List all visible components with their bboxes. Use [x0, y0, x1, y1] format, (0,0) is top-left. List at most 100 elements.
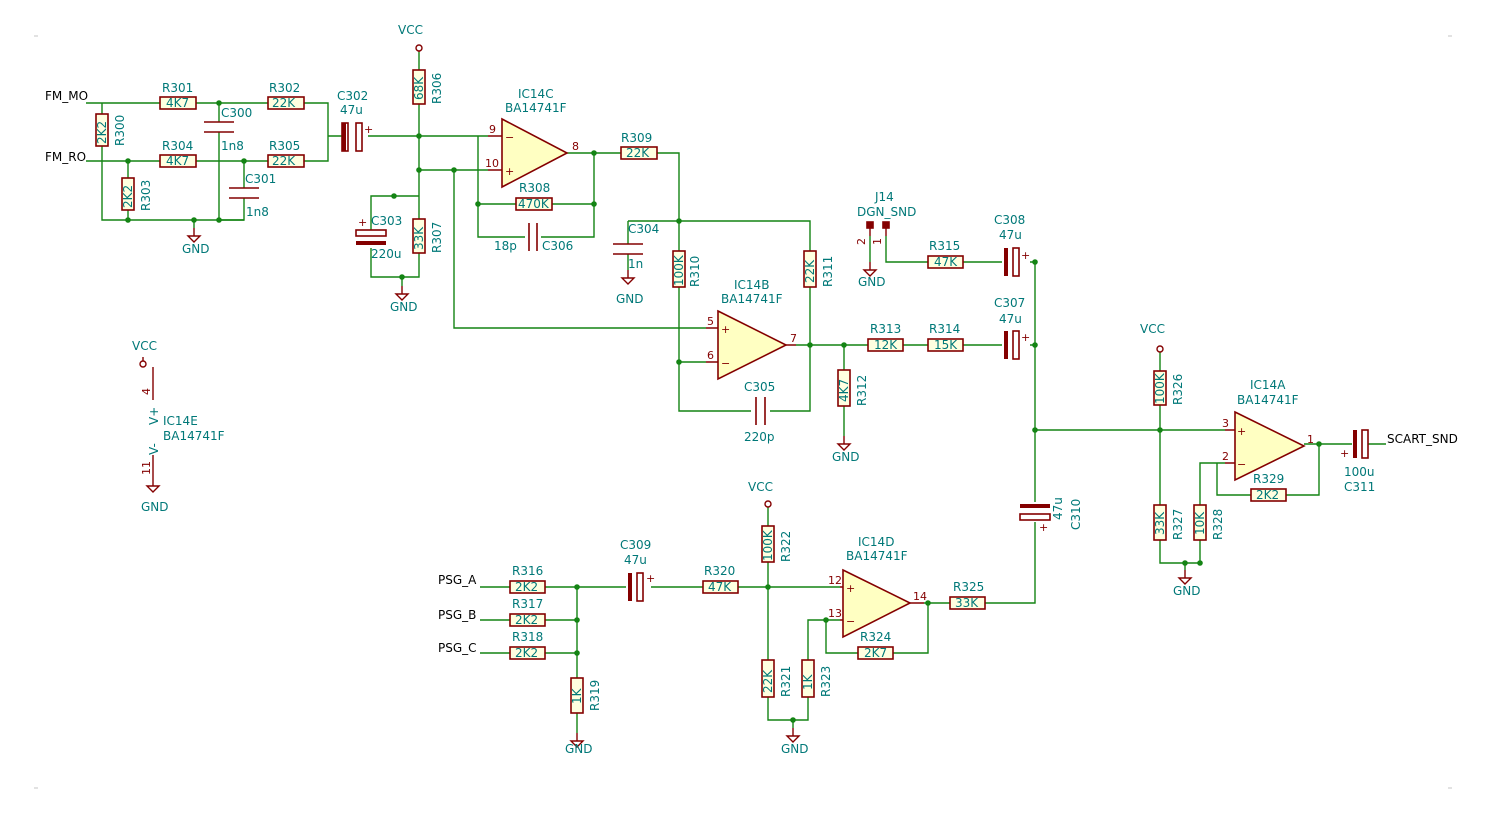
svg-text:−: − [846, 615, 855, 628]
svg-text:VCC: VCC [748, 480, 773, 494]
wires [86, 52, 1386, 733]
frame-grid [34, 35, 1452, 789]
resistor-r326: 100K R326 [1153, 370, 1185, 406]
gnd-symbol: GND [390, 285, 418, 314]
svg-text:22K: 22K [626, 146, 650, 160]
svg-text:2K7: 2K7 [864, 646, 887, 660]
net-label-psg-c: PSG_C [438, 641, 477, 655]
svg-text:2K2: 2K2 [95, 121, 109, 144]
svg-text:1n8: 1n8 [221, 139, 244, 153]
svg-text:14: 14 [913, 590, 927, 603]
svg-text:R327: R327 [1171, 509, 1185, 540]
resistor-r313: 12K R313 [867, 322, 904, 352]
svg-text:IC14A: IC14A [1250, 378, 1286, 392]
svg-text:12K: 12K [874, 338, 898, 352]
svg-text:4K7: 4K7 [837, 379, 851, 402]
svg-text:−: − [1237, 458, 1246, 471]
resistor-r309: 22K R309 [620, 131, 658, 160]
svg-text:R317: R317 [512, 597, 543, 611]
svg-text:9: 9 [489, 123, 496, 136]
svg-text:22K: 22K [272, 154, 296, 168]
svg-text:68K: 68K [412, 76, 426, 100]
svg-text:C307: C307 [994, 296, 1025, 310]
svg-text:C308: C308 [994, 213, 1025, 227]
svg-text:5: 5 [707, 315, 714, 328]
svg-text:47u: 47u [999, 228, 1022, 242]
svg-text:+: + [1021, 249, 1030, 262]
svg-text:+: + [364, 123, 373, 136]
svg-text:2K2: 2K2 [121, 185, 135, 208]
gnd-symbol: GND [565, 732, 593, 756]
svg-text:DGN_SND: DGN_SND [857, 205, 916, 219]
svg-text:47K: 47K [934, 255, 958, 269]
net-label-fm-mo: FM_MO [45, 89, 88, 103]
gnd-symbol: GND [1173, 569, 1201, 598]
resistor-r319: 1K R319 [570, 677, 602, 714]
svg-text:R329: R329 [1253, 472, 1284, 486]
gnd-symbol: GND [616, 269, 644, 306]
svg-text:R305: R305 [269, 139, 300, 153]
svg-text:−: − [721, 357, 730, 370]
svg-text:−: − [505, 131, 514, 144]
svg-text:IC14E: IC14E [163, 414, 198, 428]
resistor-r300: 2K2 R300 [95, 113, 127, 147]
svg-text:R307: R307 [430, 222, 444, 253]
svg-text:+: + [1237, 425, 1246, 438]
svg-text:7: 7 [790, 332, 797, 345]
svg-text:GND: GND [390, 300, 418, 314]
opamp-ic14d: + − 12 13 14 IC14D BA14741F [828, 535, 927, 639]
svg-text:2K2: 2K2 [515, 613, 538, 627]
svg-text:47u: 47u [624, 553, 647, 567]
resistor-r304: 4K7 R304 [159, 139, 197, 168]
resistor-r324: 2K7 R324 [857, 630, 894, 660]
svg-text:33K: 33K [1153, 511, 1167, 535]
resistor-r312: 4K7 R312 [837, 369, 869, 407]
svg-text:R325: R325 [953, 580, 984, 594]
resistor-r315: 47K R315 [927, 239, 964, 269]
svg-text:33K: 33K [412, 226, 426, 250]
opamp-power-unit-ic14e: 4 11 V+ V- IC14E BA14741F [140, 367, 225, 478]
svg-text:R328: R328 [1211, 509, 1225, 540]
resistor-r314: 15K R314 [927, 322, 964, 352]
svg-text:8: 8 [572, 140, 579, 153]
svg-text:220u: 220u [371, 247, 402, 261]
svg-text:100K: 100K [1153, 372, 1167, 404]
svg-text:+: + [846, 582, 855, 595]
svg-text:C309: C309 [620, 538, 651, 552]
svg-text:R309: R309 [621, 131, 652, 145]
svg-text:10K: 10K [1193, 511, 1207, 535]
svg-text:100u: 100u [1344, 465, 1375, 479]
svg-text:BA14741F: BA14741F [1237, 393, 1299, 407]
resistor-r301: 4K7 R301 [159, 81, 197, 110]
capacitor-c303: + C303 220u [355, 214, 402, 261]
capacitor-c302: + C302 47u [337, 89, 373, 152]
svg-text:4: 4 [140, 388, 153, 395]
svg-text:GND: GND [858, 275, 886, 289]
svg-text:C306: C306 [542, 239, 573, 253]
resistor-r328: 10K R328 [1193, 504, 1225, 541]
svg-text:22K: 22K [803, 259, 817, 283]
resistor-r308: 470K R308 [515, 181, 553, 211]
svg-text:R302: R302 [269, 81, 300, 95]
svg-text:R318: R318 [512, 630, 543, 644]
svg-text:+: + [1021, 331, 1030, 344]
resistor-r329: 2K2 R329 [1250, 472, 1287, 502]
svg-text:VCC: VCC [1140, 322, 1165, 336]
svg-text:BA14741F: BA14741F [721, 292, 783, 306]
capacitor-c309: + C309 47u [620, 538, 655, 602]
svg-text:220p: 220p [744, 430, 775, 444]
opamp-ic14a: + − 3 2 1 IC14A BA14741F [1222, 378, 1314, 482]
svg-text:R312: R312 [855, 375, 869, 406]
svg-text:2K2: 2K2 [1256, 488, 1279, 502]
svg-text:22K: 22K [272, 96, 296, 110]
resistor-r318: 2K2 R318 [509, 630, 546, 660]
svg-text:1n: 1n [628, 257, 643, 271]
svg-text:C304: C304 [628, 222, 659, 236]
svg-text:VCC: VCC [132, 339, 157, 353]
svg-text:100K: 100K [761, 529, 775, 561]
resistor-r311: 22K R311 [803, 250, 835, 288]
svg-text:R303: R303 [139, 180, 153, 211]
net-label-scart-snd: SCART_SND [1387, 432, 1458, 446]
svg-text:C311: C311 [1344, 480, 1375, 494]
